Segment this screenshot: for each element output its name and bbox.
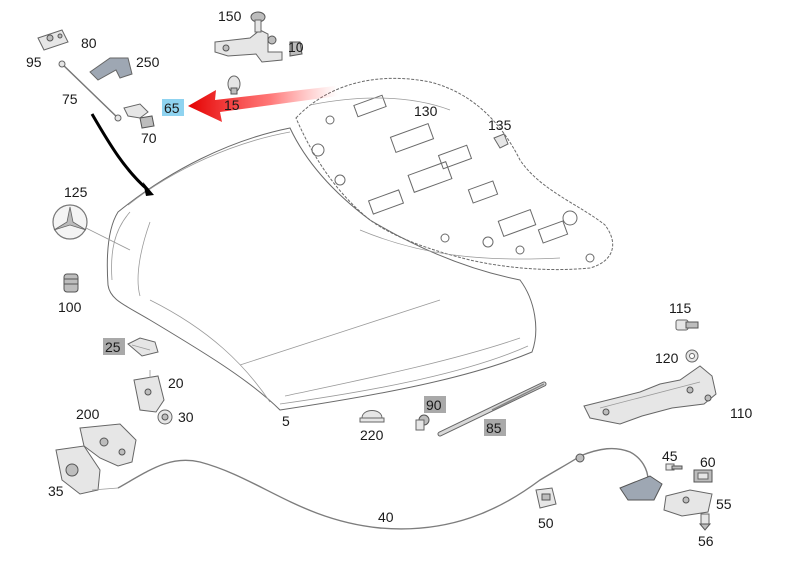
black-curved-arrow (90, 113, 154, 196)
bolt-115 (675, 319, 699, 331)
hood-lock-assembly (55, 423, 137, 495)
label-95: 95 (26, 54, 42, 70)
label-220: 220 (360, 427, 384, 443)
gas-strut-85 (437, 381, 547, 437)
label-55: 55 (716, 496, 732, 512)
hood-hinge (214, 29, 303, 63)
bracket-80-250 (89, 57, 133, 81)
label-110: 110 (730, 405, 753, 421)
clip-56 (698, 513, 712, 531)
label-120: 120 (655, 350, 679, 366)
label-80: 80 (81, 35, 97, 51)
bolt-150 (250, 11, 266, 33)
label-75: 75 (62, 91, 78, 107)
label-box-85 (484, 419, 506, 436)
clip-135 (493, 133, 509, 149)
label-box-25 (103, 338, 125, 355)
label-30: 30 (178, 409, 194, 425)
support-rod-75 (58, 60, 122, 122)
bracket-110 (583, 365, 717, 425)
release-handle (619, 475, 663, 501)
clip-220 (359, 410, 385, 423)
screw-45 (665, 463, 683, 471)
label-100: 100 (58, 299, 82, 315)
washer-120 (685, 349, 699, 363)
label-125: 125 (64, 184, 88, 200)
label-5: 5 (282, 413, 290, 429)
label-90: 90 (426, 397, 442, 413)
label-115: 115 (669, 300, 692, 316)
label-25: 25 (105, 339, 121, 355)
label-60: 60 (700, 454, 716, 470)
cover-25 (127, 337, 159, 357)
label-200: 200 (76, 406, 100, 422)
clip-70 (139, 115, 155, 129)
bracket-95 (37, 29, 69, 51)
ball-stud-90 (415, 414, 430, 431)
lever-55 (663, 489, 713, 517)
star-emblem (52, 204, 131, 251)
label-135: 135 (488, 117, 512, 133)
label-45: 45 (662, 448, 678, 464)
label-box-65 (162, 99, 184, 116)
clip-50 (535, 487, 557, 509)
hood-panel (106, 127, 537, 411)
label-130: 130 (414, 103, 438, 119)
label-35: 35 (48, 483, 64, 499)
red-pointer-arrow (188, 86, 338, 122)
label-40: 40 (378, 509, 394, 525)
rubber-buffer (63, 273, 79, 293)
label-150: 150 (218, 8, 242, 24)
label-85: 85 (486, 420, 502, 436)
label-70: 70 (141, 130, 157, 146)
label-10: 10 (288, 39, 304, 55)
holder-65 (123, 103, 149, 119)
label-250: 250 (136, 54, 160, 70)
hood-insulation-mat (295, 77, 614, 271)
label-65: 65 (164, 100, 180, 116)
nut-60 (693, 469, 713, 483)
lock-bracket-20 (133, 370, 165, 413)
label-56: 56 (698, 533, 714, 549)
label-50: 50 (538, 515, 554, 531)
label-15: 15 (224, 97, 240, 113)
nut-30 (157, 409, 173, 425)
label-box-90 (424, 396, 446, 413)
label-20: 20 (168, 375, 184, 391)
clip-15 (227, 75, 241, 95)
release-cable (117, 447, 649, 530)
